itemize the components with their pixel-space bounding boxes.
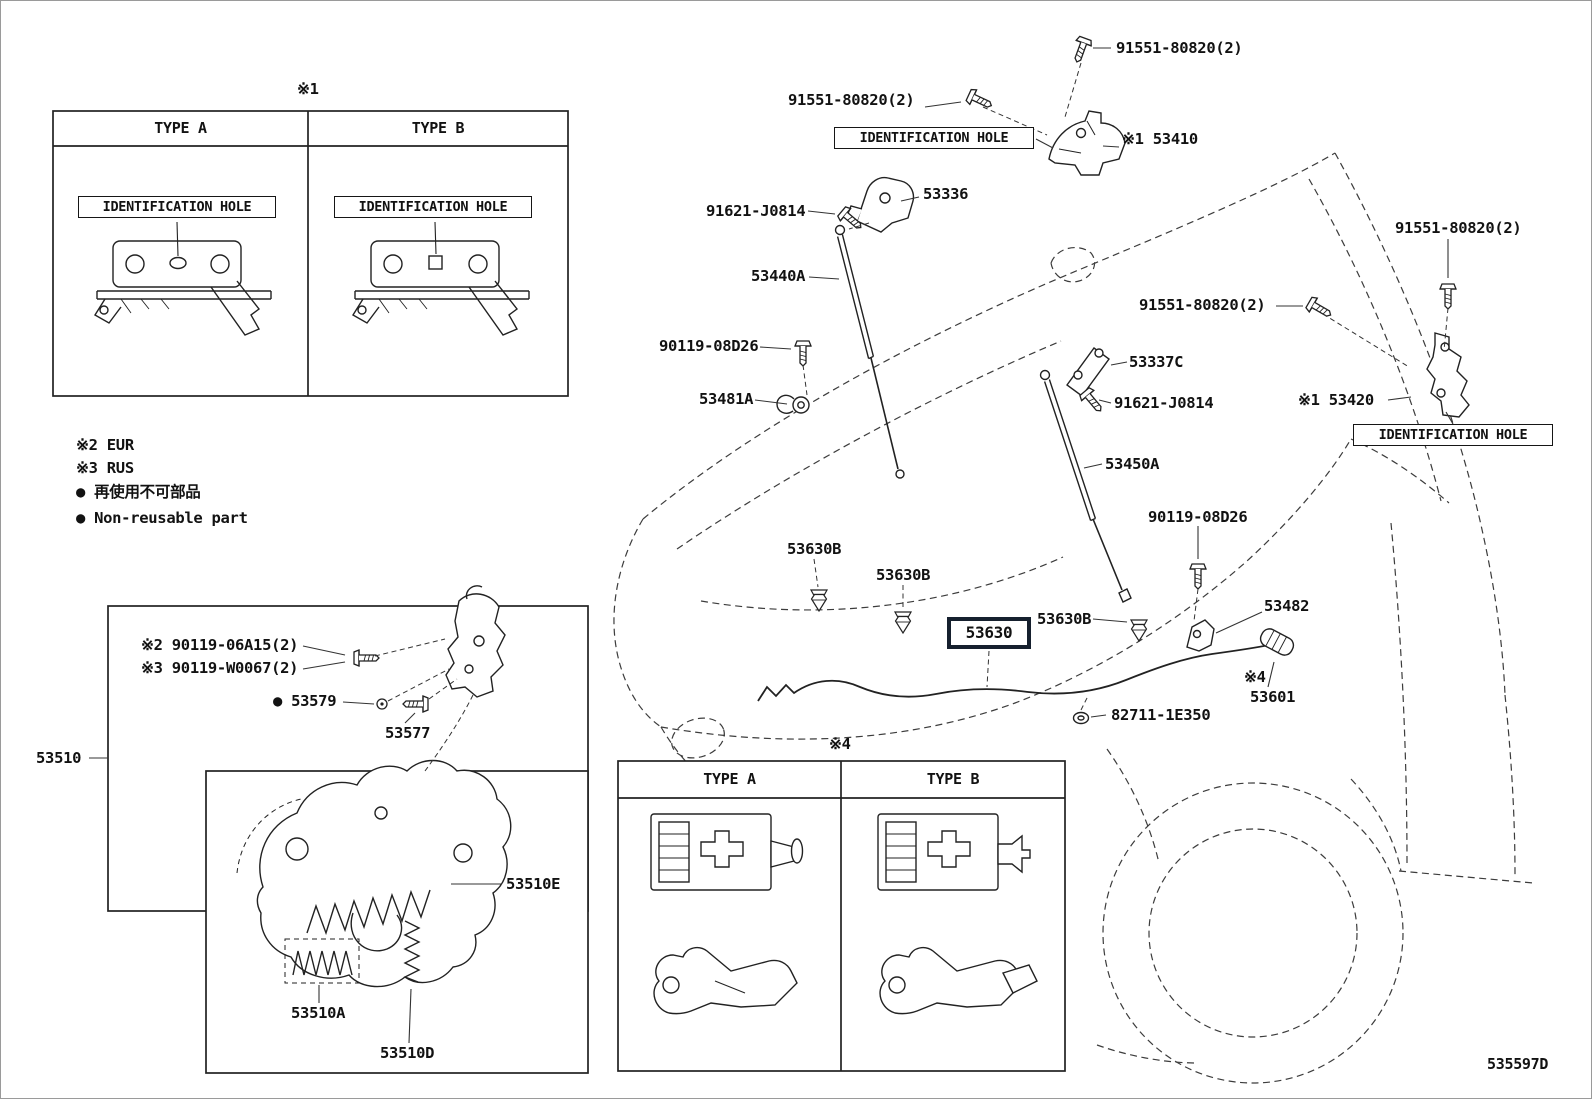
part-label-91551-80820-top[interactable]: 91551-80820(2) bbox=[1116, 39, 1243, 57]
hinge-bracket-drawing-type-b bbox=[352, 221, 530, 336]
part-label-53577[interactable]: 53577 bbox=[385, 724, 431, 742]
part-label-53601[interactable]: 53601 bbox=[1250, 688, 1296, 706]
leader-lines-dashed bbox=[374, 62, 1449, 772]
bolt-icon bbox=[794, 340, 812, 367]
part-label-53510d[interactable]: 53510D bbox=[380, 1044, 435, 1062]
hinge-table-header-type-a: TYPE A bbox=[154, 119, 207, 137]
release-lever-53601-drawing bbox=[1259, 628, 1295, 656]
part-label-90119-06a15[interactable]: ※2 90119-06A15(2) bbox=[141, 636, 299, 654]
part-label-90119-08d26-left[interactable]: 90119-08D26 bbox=[659, 337, 759, 355]
part-label-91551-80820-right-mid[interactable]: 91551-80820(2) bbox=[1139, 296, 1266, 314]
part-label-53410[interactable]: ※1 53410 bbox=[1122, 130, 1198, 148]
legend-nonreusable-jp: ● 再使用不可部品 bbox=[76, 483, 201, 501]
part-label-91551-80820-right-top[interactable]: 91551-80820(2) bbox=[1395, 219, 1522, 237]
bolt-icon bbox=[1189, 563, 1207, 590]
part-label-53630b-3[interactable]: 53630B bbox=[1037, 610, 1092, 628]
clip-icon bbox=[1130, 619, 1148, 642]
legend-nonreusable-en: ● Non-reusable part bbox=[76, 509, 248, 527]
hinge-bracket-drawing-type-a bbox=[94, 221, 272, 336]
identification-hole-label-type-b: IDENTIFICATION HOLE bbox=[334, 196, 532, 218]
part-label-91551-80820-hinge[interactable]: 91551-80820(2) bbox=[788, 91, 915, 109]
part-label-53336[interactable]: 53336 bbox=[923, 185, 969, 203]
tension-spring-53510e-drawing bbox=[306, 889, 431, 936]
part-label-53482[interactable]: 53482 bbox=[1264, 597, 1310, 615]
part-label-53450a[interactable]: 53450A bbox=[1105, 455, 1160, 473]
striker-table-header-type-b: TYPE B bbox=[926, 770, 980, 788]
release-cable-53630-drawing bbox=[757, 643, 1275, 702]
cable-bracket-53482-drawing bbox=[1186, 619, 1215, 652]
cable-grommet-82711-drawing bbox=[1072, 711, 1090, 725]
clip-icon bbox=[810, 589, 828, 612]
car-body-outline bbox=[613, 152, 1534, 1084]
ref-mark-1-top: ※1 bbox=[297, 80, 319, 98]
part-label-53337c[interactable]: 53337C bbox=[1129, 353, 1184, 371]
part-label-53579[interactable]: ● 53579 bbox=[273, 692, 337, 710]
bolt-icon bbox=[1439, 283, 1457, 310]
part-label-53510a[interactable]: 53510A bbox=[291, 1004, 346, 1022]
spring-53510d-drawing bbox=[403, 920, 421, 983]
legend-rus: ※3 RUS bbox=[76, 459, 134, 477]
part-label-82711-1e350[interactable]: 82711-1E350 bbox=[1111, 706, 1211, 724]
striker-table-header-type-a: TYPE A bbox=[703, 770, 756, 788]
ref-mark-4-right: ※4 bbox=[1244, 668, 1266, 686]
pin-53579-drawing bbox=[376, 698, 388, 710]
bolt-icon bbox=[964, 87, 996, 114]
diagram-code: 535597D bbox=[1487, 1055, 1549, 1073]
identification-hole-label-center: IDENTIFICATION HOLE bbox=[834, 127, 1034, 149]
part-label-53510e[interactable]: 53510E bbox=[506, 875, 561, 893]
hood-lock-mini-drawing bbox=[445, 585, 506, 698]
clip-icon bbox=[894, 611, 912, 634]
hinge-table-header-type-b: TYPE B bbox=[411, 119, 465, 137]
part-label-53510[interactable]: 53510 bbox=[36, 749, 82, 767]
leader-lines-solid bbox=[89, 47, 1454, 1044]
identification-hole-label-right: IDENTIFICATION HOLE bbox=[1353, 424, 1553, 446]
part-label-91621-j0814-left[interactable]: 91621-J0814 bbox=[706, 202, 806, 220]
bolt-icon bbox=[1068, 35, 1094, 66]
hood-support-53450a-drawing bbox=[1039, 369, 1132, 603]
striker-drawing-type-b bbox=[877, 813, 1038, 1015]
hood-hinge-rh-drawing bbox=[1048, 110, 1126, 176]
part-label-53481a[interactable]: 53481A bbox=[699, 390, 754, 408]
support-bracket-53337c-drawing bbox=[1066, 347, 1110, 397]
support-clamp-53481a-drawing bbox=[776, 394, 810, 414]
part-label-53440a[interactable]: 53440A bbox=[751, 267, 806, 285]
part-label-53630b-2[interactable]: 53630B bbox=[876, 566, 931, 584]
part-label-53630b-1[interactable]: 53630B bbox=[787, 540, 842, 558]
bolt-icon bbox=[1304, 294, 1336, 323]
legend-eur: ※2 EUR bbox=[76, 436, 134, 454]
part-label-90119-08d26-right[interactable]: 90119-08D26 bbox=[1148, 508, 1248, 526]
striker-drawing-type-a bbox=[650, 813, 804, 1015]
spring-53510a-drawing bbox=[292, 950, 353, 976]
part-label-53420[interactable]: ※1 53420 bbox=[1298, 391, 1374, 409]
hood-hinge-lh-drawing bbox=[1426, 332, 1470, 418]
part-label-90119-w0067[interactable]: ※3 90119-W0067(2) bbox=[141, 659, 299, 677]
part-label-53630-highlighted[interactable]: 53630 bbox=[947, 617, 1031, 649]
hood-support-53440a-drawing bbox=[834, 224, 905, 479]
ref-mark-4-cable: ※4 bbox=[829, 735, 851, 753]
part-label-91621-j0814-right[interactable]: 91621-J0814 bbox=[1114, 394, 1214, 412]
hood-lock-detail-drawing bbox=[236, 759, 512, 988]
identification-hole-label-type-a: IDENTIFICATION HOLE bbox=[78, 196, 276, 218]
